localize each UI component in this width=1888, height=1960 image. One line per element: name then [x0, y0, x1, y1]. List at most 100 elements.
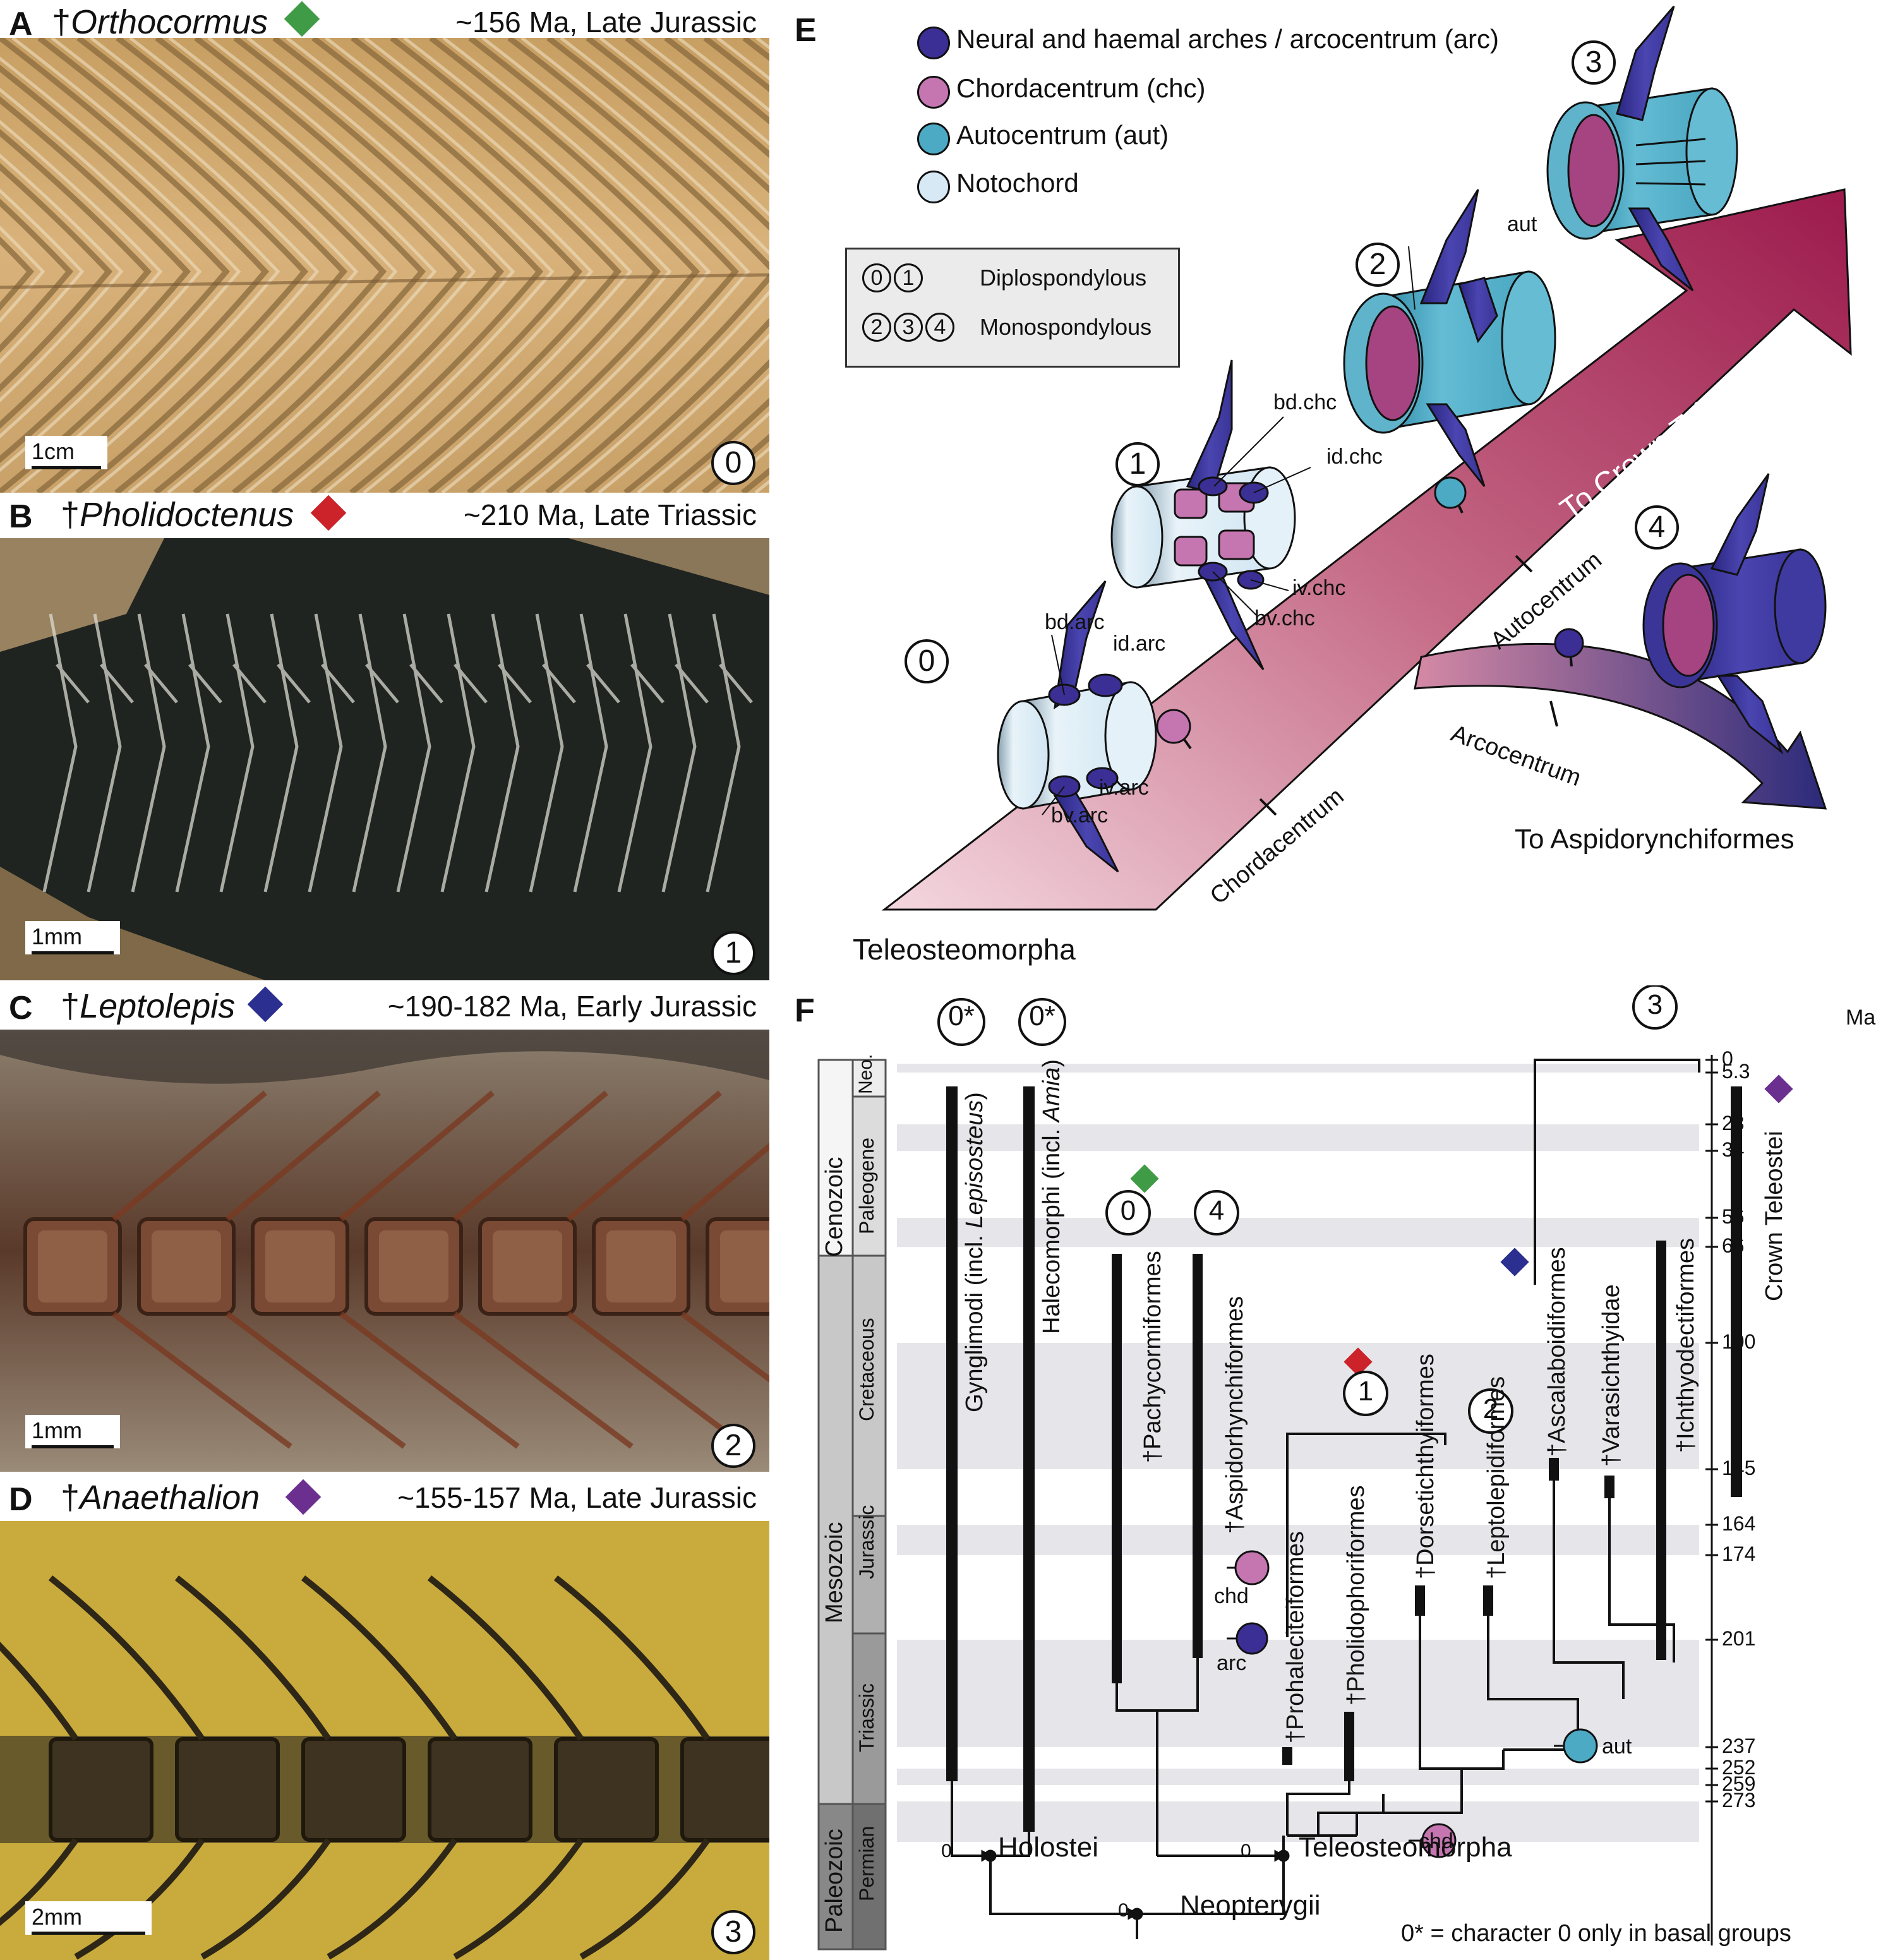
- legend-notochord-label: Notochord: [956, 168, 1079, 198]
- panel-c-letter: C: [9, 990, 33, 1026]
- dagger: †: [1412, 1565, 1439, 1579]
- panel-b-character: 1: [711, 931, 755, 975]
- scale-label: 1cm: [32, 438, 75, 464]
- period-cretaceous: Cretaceous: [855, 1318, 878, 1421]
- taxon-prohaleciteiformes: †Prohaleciteiformes: [1282, 1531, 1309, 1743]
- taxon-text: Ichthyodectiformes: [1673, 1237, 1699, 1440]
- period-paleogene: Paleogene: [855, 1137, 878, 1234]
- taxon-text: Leptolepidiformes: [1483, 1376, 1510, 1566]
- taxon-text: ): [961, 1092, 988, 1100]
- dagger: †: [52, 3, 71, 41]
- id-chc-label: id.chc: [1326, 445, 1383, 469]
- box-num: 2: [862, 313, 891, 342]
- purple-diamond-icon: [285, 1479, 322, 1515]
- aut-swatch-icon: [917, 123, 950, 155]
- panel-a-header: A †Orthocormus ~156 Ma, Late Jurassic: [0, 0, 769, 42]
- era-mesozoic: Mesozoic: [821, 1522, 848, 1624]
- taxon-pachycormiformes: †Pachycormiformes: [1139, 1251, 1167, 1463]
- panel-d-age: ~155-157 Ma, Late Jurassic: [397, 1481, 757, 1514]
- ma-tick-label: 201: [1722, 1627, 1756, 1650]
- panel-b-letter: B: [9, 498, 33, 535]
- taxon-italic: Amia: [1038, 1067, 1065, 1122]
- panel-c-taxon: †Leptolepis: [61, 987, 235, 1026]
- iv-arc-label: iv.arc: [1099, 776, 1149, 800]
- panel-a-age: ~156 Ma, Late Jurassic: [455, 6, 757, 39]
- vertebra-0-number: 0: [905, 639, 949, 683]
- panel-d-scale: 2mm: [25, 1901, 152, 1935]
- mark-chd-jurassic: chd: [1214, 1584, 1249, 1608]
- era-paleozoic: Paleozoic: [821, 1829, 848, 1933]
- footnote: 0* = character 0 only in basal groups: [1401, 1920, 1791, 1947]
- era-cenozoic: Cenozoic: [821, 1157, 848, 1257]
- char-clade-3: 3: [1647, 989, 1663, 1020]
- ma-tick-label: 164: [1722, 1512, 1756, 1535]
- node-zero-teleosteomorpha: 0: [1241, 1841, 1251, 1861]
- vertebra-3-number: 3: [1572, 40, 1616, 85]
- phylogeny-chart: [817, 985, 1793, 1951]
- char-gynglimodi: 0*: [948, 1001, 975, 1031]
- legend-chc-label: Chordacentrum (chc): [956, 73, 1206, 103]
- ma-tick-label: 259: [1722, 1772, 1756, 1795]
- panel-a-letter: A: [9, 6, 33, 42]
- panel-c-scale: 1mm: [25, 1415, 120, 1448]
- scale-label: 2mm: [32, 1904, 82, 1930]
- notochord-swatch-icon: [917, 171, 950, 203]
- taxon-leptolepidiformes: †Leptolepidiformes: [1483, 1376, 1510, 1579]
- vertebra-3: [1546, 6, 1738, 292]
- ma-axis-label: Ma: [1846, 1006, 1876, 1030]
- taxon-ascalaboidiformes: †Ascalaboidiformes: [1544, 1247, 1571, 1457]
- taxon-ichthyodectiformes: †Ichthyodectiformes: [1673, 1238, 1700, 1453]
- iv-chc-label: iv.chc: [1292, 576, 1346, 600]
- taxon-aspidorhynchiformes: †Aspidorhynchiformes: [1222, 1296, 1249, 1534]
- dagger: †: [1139, 1449, 1166, 1463]
- taxon-italic: Lepisosteus: [961, 1100, 988, 1229]
- diplospondylous-label: Diplospondylous: [980, 265, 1147, 291]
- crown-teleostei-bar: [1731, 1086, 1742, 1497]
- char-halecomorphi: 0*: [1029, 1001, 1055, 1031]
- taxon-text: Gynglimodi (incl.: [961, 1228, 988, 1412]
- ma-tick-label: 5.3: [1722, 1060, 1750, 1083]
- ma-tick-label: 174: [1722, 1542, 1756, 1565]
- ma-tick-label: 66: [1722, 1234, 1745, 1257]
- node-zero-holostei: 0: [941, 1841, 952, 1861]
- fossil-image-anaethalion: [0, 1521, 769, 1960]
- fossil-image-leptolepis: [0, 1030, 769, 1472]
- ma-tick-label: 23: [1722, 1112, 1745, 1134]
- dagger: †: [1282, 1729, 1309, 1743]
- mark-arc: arc: [1217, 1651, 1247, 1675]
- panel-d-taxon: †Anaethalion: [61, 1478, 260, 1517]
- box-num: 4: [925, 313, 954, 342]
- fossil-image-orthocormus: [0, 38, 769, 493]
- panel-a-character: 0: [711, 441, 755, 485]
- scale-bar: [32, 1445, 114, 1448]
- period-jurassic: Jurassic: [855, 1505, 878, 1579]
- legend-arc-label: Neural and haemal arches / arcocentrum (…: [956, 24, 1500, 54]
- taxon-text: Pholidophoriformes: [1343, 1485, 1369, 1692]
- node-holostei: Holostei: [998, 1832, 1098, 1863]
- dagger: †: [1598, 1453, 1625, 1467]
- panel-e-letter: E: [795, 12, 817, 49]
- ma-tick-label: 56: [1722, 1205, 1745, 1228]
- scale-bar: [32, 1932, 145, 1935]
- char-lepto: 2: [1482, 1393, 1499, 1424]
- scale-bar: [32, 951, 114, 954]
- ma-tick-label: 34: [1722, 1138, 1745, 1161]
- bd-chc-label: bd.chc: [1273, 390, 1337, 414]
- taxon-name: Anaethalion: [80, 1479, 260, 1517]
- box-num: 0: [862, 263, 891, 292]
- spondyly-box: 0 1 Diplospondylous 2 3 4 Monospondylous: [845, 248, 1180, 368]
- monospondylous-label: Monospondylous: [980, 314, 1152, 340]
- panel-d-character: 3: [711, 1910, 755, 1954]
- bv-chc-label: bv.chc: [1254, 606, 1315, 630]
- dagger: †: [1483, 1565, 1510, 1579]
- taxon-name: Leptolepis: [80, 987, 236, 1025]
- taxon-pholidophoriformes: †Pholidophoriformes: [1343, 1485, 1370, 1705]
- green-diamond-icon: [284, 1, 320, 37]
- ma-tick-label: 145: [1722, 1457, 1756, 1479]
- vertebra-evolution-diagram: [881, 6, 1852, 911]
- node-neopterygii: Neopterygii: [1180, 1890, 1321, 1921]
- panel-a-taxon: †Orthocormus: [52, 3, 268, 42]
- vertebra-4: [1642, 473, 1827, 755]
- node-zero-neopterygii: 0: [1118, 1900, 1129, 1921]
- char-clade-1: 1: [1357, 1376, 1374, 1407]
